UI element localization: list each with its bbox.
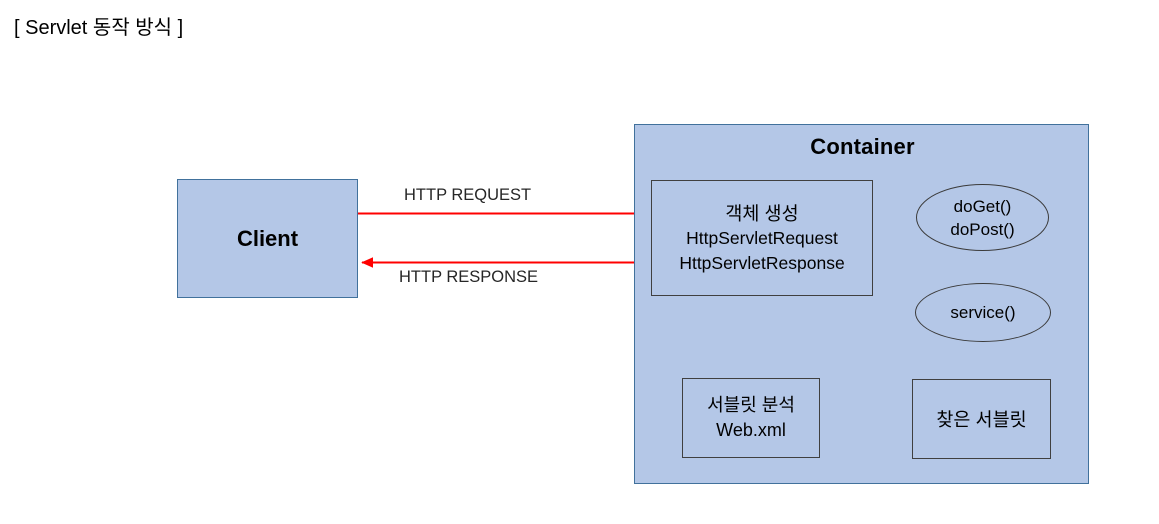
http-request-label: HTTP REQUEST [404, 186, 532, 204]
service-label: service() [950, 302, 1016, 322]
http-response-label: HTTP RESPONSE [399, 268, 539, 286]
client-box: Client [177, 179, 358, 298]
object-create-box: 객체 생성 HttpServletRequest HttpServletResp… [651, 180, 873, 296]
page-title: [ Servlet 동작 방식 ] [14, 17, 184, 39]
doget-dopost-ellipse: doGet() doPost() [916, 184, 1049, 251]
service-ellipse: service() [915, 283, 1051, 342]
object-create-line1: 객체 생성 [725, 202, 799, 224]
object-create-line2: HttpServletRequest [686, 227, 838, 248]
doget-label: doGet() [953, 196, 1012, 216]
found-servlet-box: 찾은 서블릿 [912, 379, 1051, 459]
servlet-analyze-line2: Web.xml [716, 420, 786, 440]
object-create-line3: HttpServletResponse [679, 252, 845, 273]
found-servlet-label: 찾은 서블릿 [936, 409, 1027, 430]
servlet-analyze-box: 서블릿 분석 Web.xml [682, 378, 820, 458]
dopost-label: doPost() [950, 219, 1015, 239]
client-label: Client [236, 225, 299, 251]
container-title: Container [810, 134, 915, 159]
servlet-analyze-line1: 서블릿 분석 [707, 395, 795, 415]
